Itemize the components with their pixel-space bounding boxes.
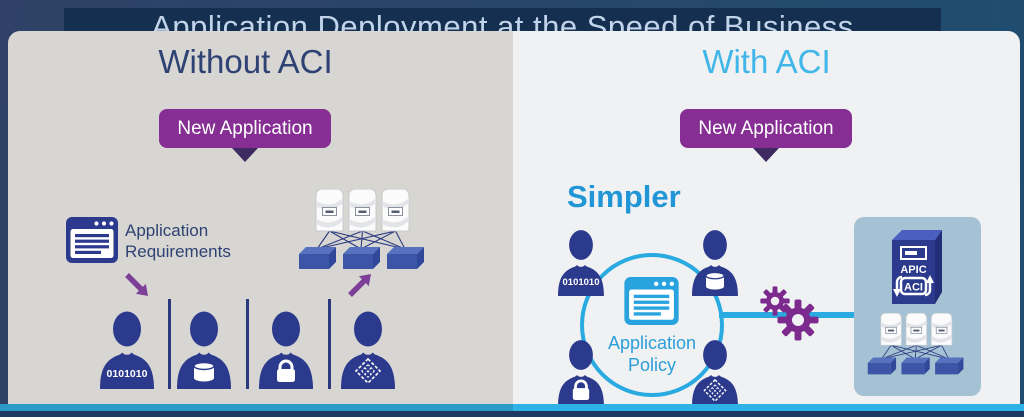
apic-label: APIC — [900, 264, 926, 276]
divider — [246, 299, 249, 389]
new-application-badge-right: New Application — [680, 109, 852, 148]
person-network-admin — [691, 338, 739, 404]
person-network-admin — [340, 309, 396, 389]
lock-icon — [275, 359, 297, 383]
person-developer: 0101010 — [99, 309, 155, 389]
divider — [168, 299, 171, 389]
binary-badge: 0101010 — [562, 277, 600, 288]
without-aci-panel: Without ACI New Application Application … — [8, 31, 513, 404]
with-aci-panel: With ACI New Application Simpler Applica… — [513, 31, 1020, 404]
gear-icon — [777, 299, 819, 341]
with-aci-heading: With ACI — [702, 43, 831, 80]
arrow-down-right-icon — [122, 271, 154, 301]
new-application-label: New Application — [698, 117, 834, 139]
database-icon — [705, 272, 725, 290]
person-security-admin — [258, 309, 314, 389]
aci-fabric-box: APIC ACI — [854, 217, 981, 396]
application-requirements-label: Application Requirements — [125, 221, 231, 261]
bottom-bar — [0, 411, 1024, 417]
application-policy-label: Application Policy — [607, 333, 697, 375]
new-application-badge-left: New Application — [159, 109, 331, 148]
without-aci-heading: Without ACI — [158, 43, 333, 80]
person-database-admin — [691, 228, 739, 296]
simpler-label: Simpler — [567, 179, 681, 214]
application-window-icon — [66, 217, 118, 263]
database-icon — [193, 362, 215, 382]
arrow-up-right-icon — [345, 269, 377, 299]
divider — [328, 299, 331, 389]
application-policy-circle — [580, 253, 724, 397]
person-developer: 0101010 — [557, 228, 605, 296]
apic-controller-icon: APIC ACI — [892, 230, 942, 304]
pointer-triangle-icon — [232, 148, 258, 162]
network-fabric-icon — [298, 189, 430, 271]
binary-badge: 0101010 — [106, 368, 148, 380]
person-database-admin — [176, 309, 232, 389]
new-application-label: New Application — [177, 117, 313, 139]
network-fabric-icon — [867, 313, 968, 376]
aci-label: ACI — [904, 282, 923, 294]
application-window-icon — [624, 277, 679, 325]
chip-icon — [703, 379, 727, 402]
lock-icon — [571, 379, 591, 401]
bottom-accent-strip — [0, 404, 1024, 411]
chip-icon — [355, 358, 381, 384]
person-security-admin — [557, 338, 605, 404]
pointer-triangle-icon — [753, 148, 779, 162]
